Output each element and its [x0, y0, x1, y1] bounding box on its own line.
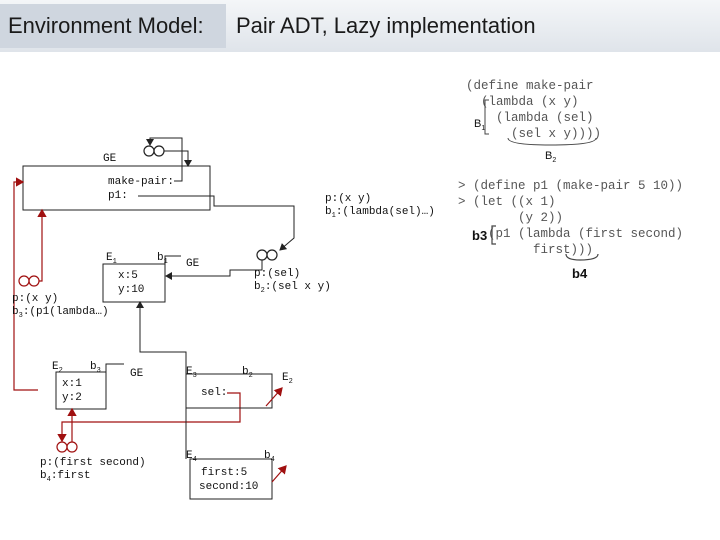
e1-line-2: y:10 [118, 284, 145, 296]
e1-line-1: x:5 [118, 270, 138, 282]
closure3-line-1: p:(x y) [12, 293, 59, 305]
arrow-e3-e2 [265, 387, 283, 407]
arrow-closure1-ge [164, 150, 192, 167]
arrow-closure2-e1 [165, 260, 263, 280]
closure1-line-1: p:(x y) [325, 193, 372, 205]
e2-label: E2 [52, 361, 63, 376]
arrow-closure3-ge [37, 208, 47, 282]
e4-line-2: second:10 [199, 481, 259, 493]
e4-b4-label: b4 [264, 450, 275, 465]
arrow-e1-ge [164, 255, 181, 264]
title-left: Environment Model: [8, 13, 204, 38]
e4-frame [189, 458, 273, 500]
arrow-sel-closure4 [57, 392, 241, 443]
e1-b1-label: b1 [157, 252, 168, 267]
closure2-circle-a [256, 249, 268, 261]
code-top-b2-label: B2 [545, 150, 557, 165]
code-bottom-b4-label: b4 [572, 266, 588, 281]
closure4-circle-b [66, 441, 78, 453]
ge-bottom-label: GE [130, 368, 144, 380]
arrow-e2-closure3 [13, 177, 38, 391]
closure1-circle-b [153, 145, 165, 157]
arrow-e2-ge [105, 363, 124, 372]
code-top-b1-label: B1 [474, 118, 486, 133]
code-bottom-line-3: (y 2)) [458, 211, 564, 225]
ge-top-label: GE [103, 153, 117, 165]
ge-mid-label: GE [186, 258, 200, 270]
code-bottom-line-2: > (let ((x 1) [458, 195, 556, 209]
e2-line-2: y:2 [62, 392, 82, 404]
e1-frame [102, 263, 166, 303]
ge-frame-line-2: p1: [108, 190, 128, 202]
e1-label: E1 [106, 252, 117, 267]
closure3-circle-a [18, 275, 30, 287]
closure2-circle-b [266, 249, 278, 261]
e4-label: E4 [186, 450, 197, 465]
arrow-p1-closure2 [138, 195, 295, 251]
ge-frame [22, 165, 211, 211]
closure1-line-2: b1:(lambda(sel)…) [325, 206, 435, 221]
closure2-line-1: p:(sel) [254, 268, 301, 280]
brace-b1 [484, 99, 489, 135]
e3-frame [185, 373, 273, 409]
closure4-line-1: p:(first second) [40, 457, 146, 469]
closure4-line-2: b4:first [40, 470, 91, 485]
e2-ref-label: E2 [282, 372, 293, 387]
code-top-line-2: (lambda (x y) [466, 95, 579, 109]
e3-line-1: sel: [201, 387, 228, 399]
title-bar: Environment Model: Pair ADT, Lazy implem… [0, 0, 720, 52]
ge-frame-line-1: make-pair: [108, 176, 175, 188]
code-bottom-line-5: first))) [458, 243, 594, 257]
brace-b4 [565, 253, 599, 261]
e4-line-1: first:5 [201, 467, 248, 479]
code-bottom-line-1: > (define p1 (make-pair 5 10)) [458, 179, 684, 193]
closure3-circle-b [28, 275, 40, 287]
code-top-line-1: (define make-pair [466, 79, 594, 93]
code-top-line-4: (sel x y)))) [466, 127, 602, 141]
title-left-panel [0, 4, 226, 48]
arrow-e3-e1 [136, 301, 187, 374]
arrow-e4-e1 [271, 465, 287, 483]
code-top-line-3: (lambda (sel) [466, 111, 594, 125]
code-bottom-line-4: (p1 (lambda (first second) [458, 227, 684, 241]
e2-b3-label: b3 [90, 361, 101, 376]
closure2-line-2: b2:(sel x y) [254, 281, 331, 296]
code-bottom-b3-label: b3 [472, 228, 488, 243]
closure3-line-2: b3:(p1(lambda…) [12, 306, 109, 321]
e2-frame [55, 371, 107, 410]
closure4-circle-a [56, 441, 68, 453]
brace-b3 [491, 225, 496, 245]
arrow-makepair-closure1 [146, 137, 183, 182]
brace-b2 [507, 137, 597, 146]
title-right: Pair ADT, Lazy implementation [236, 13, 536, 38]
e3-b2-label: b2 [242, 366, 253, 381]
closure1-circle-a [143, 145, 155, 157]
e2-line-1: x:1 [62, 378, 82, 390]
e3-label: E3 [186, 366, 197, 381]
